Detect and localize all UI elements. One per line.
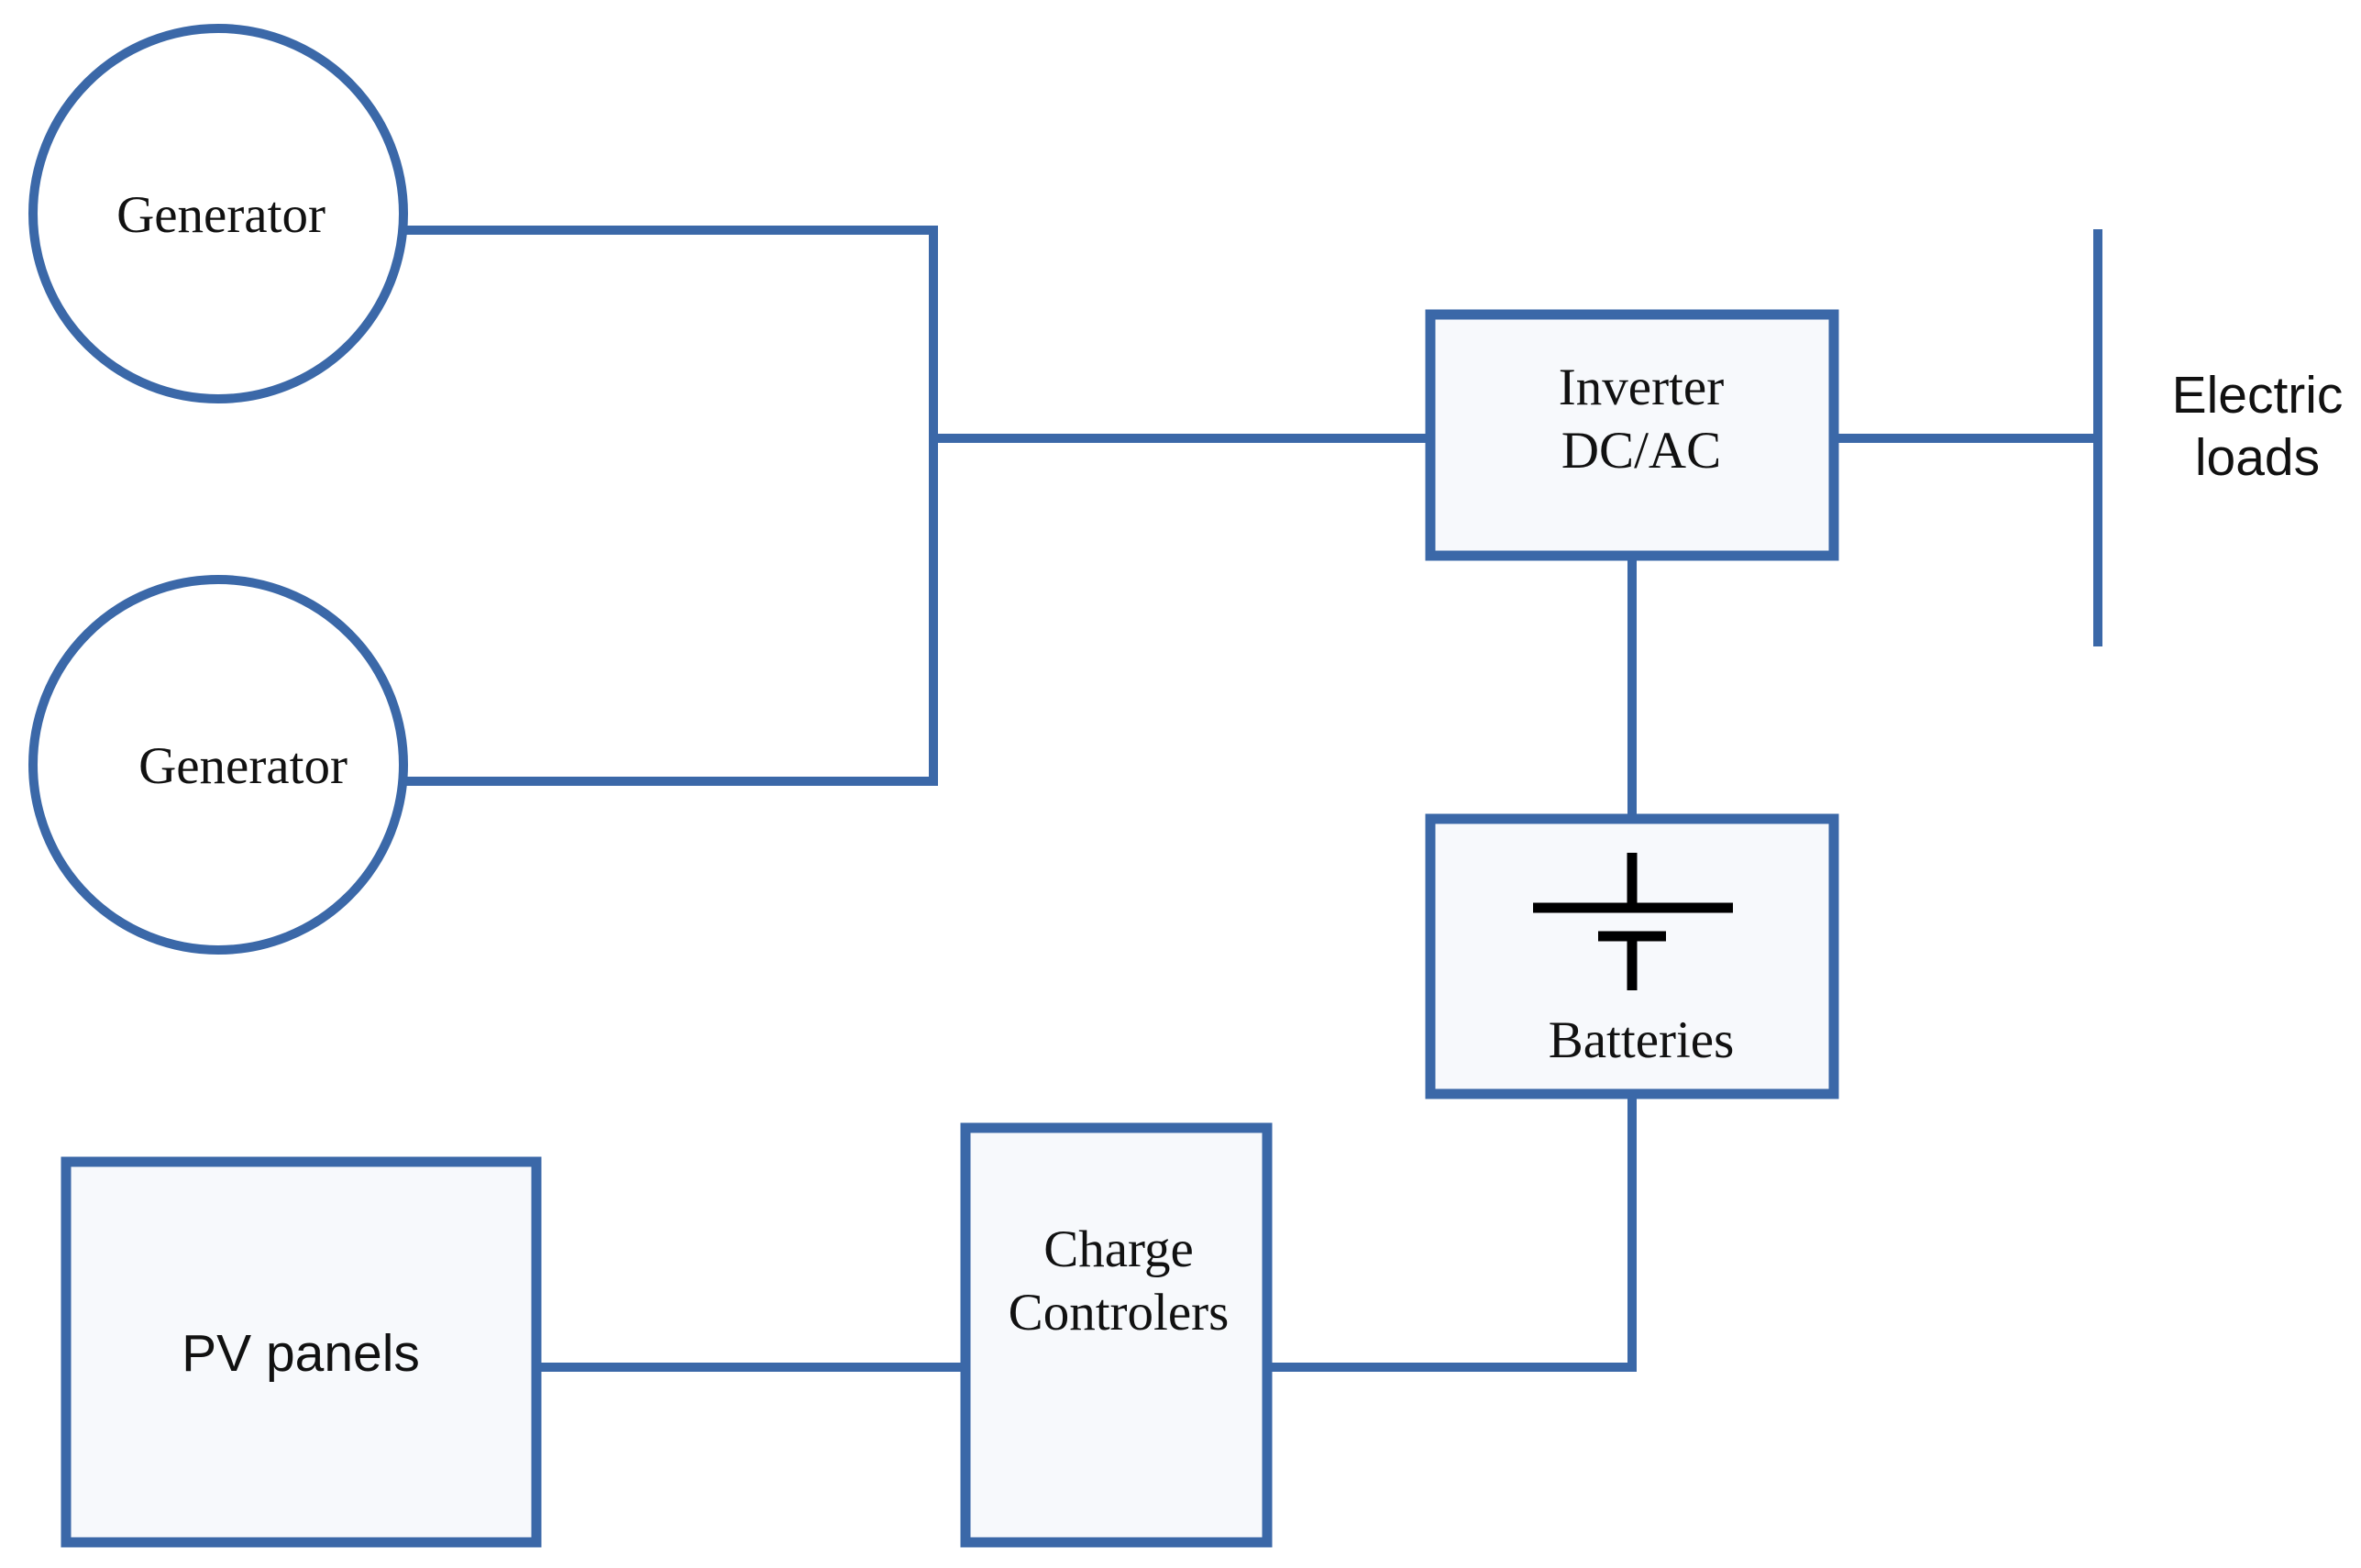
inverter-label-line2: DC/AC <box>1561 422 1721 480</box>
generator-top: Generator <box>28 24 408 403</box>
pv-panels-box <box>61 1156 542 1548</box>
electric-loads-label-line1: Electric <box>2172 366 2344 425</box>
charge-controllers-label-line2: Controlers <box>1009 1284 1230 1342</box>
generator-bottom-circle <box>28 575 408 955</box>
battery-symbol-icon <box>1533 853 1733 990</box>
electric-loads-label-line2: loads <box>2195 428 2320 487</box>
batteries: Batteries <box>1425 813 1839 1099</box>
inverter-label-line1: Inverter <box>1559 359 1724 416</box>
pv-panels-label: PV panels <box>182 1324 420 1383</box>
inverter-box <box>1425 309 1839 561</box>
generator-top-label: Generator <box>116 186 325 244</box>
pv-panels: PV panels <box>61 1156 542 1548</box>
generator-bottom-label: Generator <box>138 737 348 795</box>
wire-batteries-to-controller <box>1263 1089 1637 1372</box>
generator-top-circle <box>28 24 408 403</box>
connectors <box>402 226 2102 1372</box>
inverter: Inverter DC/AC <box>1425 309 1839 561</box>
electric-loads: Electric loads <box>2172 366 2344 487</box>
charge-controllers: Charge Controlers <box>960 1122 1273 1548</box>
wire-generator-top <box>402 226 938 786</box>
generator-bottom: Generator <box>28 575 408 955</box>
charge-controllers-box <box>960 1122 1273 1548</box>
charge-controllers-label-line1: Charge <box>1043 1220 1194 1278</box>
batteries-label: Batteries <box>1549 1011 1735 1069</box>
